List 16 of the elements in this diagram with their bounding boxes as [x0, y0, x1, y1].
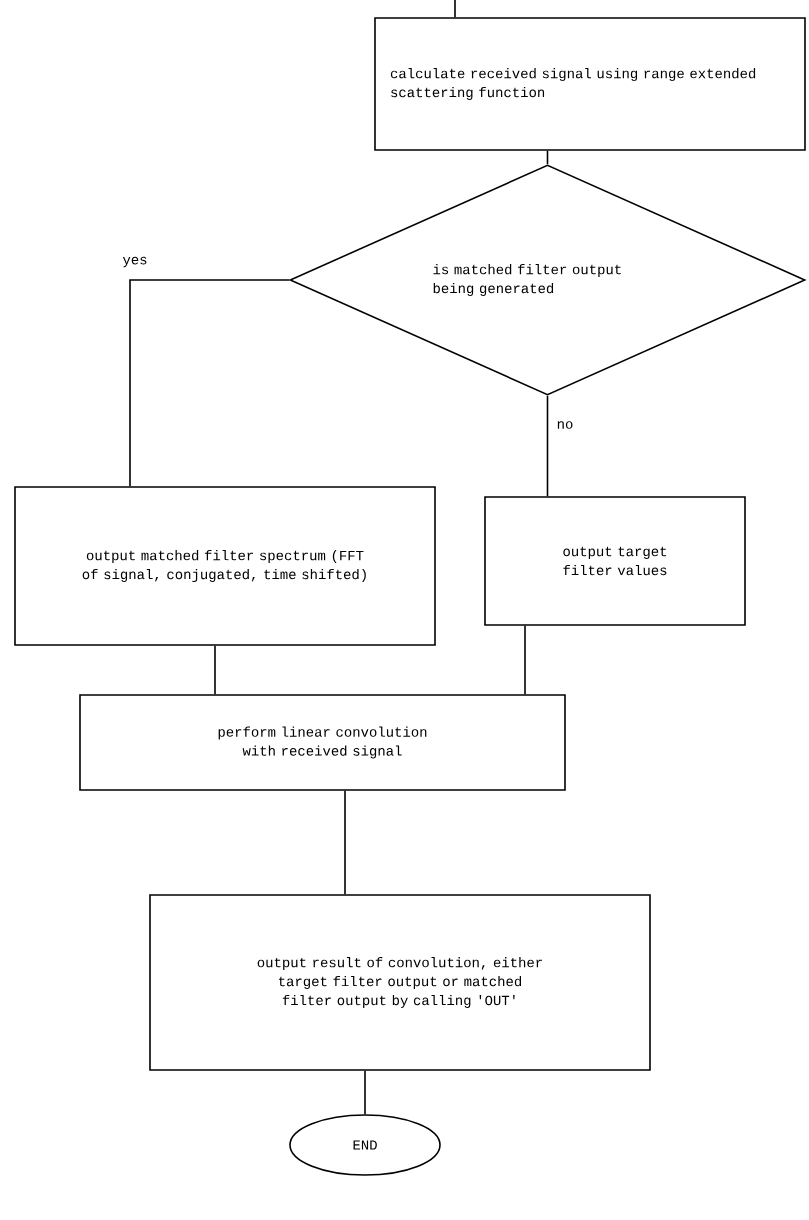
connector-line [129, 279, 290, 487]
connector-line [364, 1070, 366, 1115]
process-box: output matched filter spectrum (FFT of signal, conjugated, time shifted) [14, 486, 436, 646]
process-box: output target filter values [484, 496, 746, 626]
edge-label: yes [121, 255, 149, 269]
process-box: perform linear convolution with received signal [79, 694, 566, 791]
connector-line [546, 395, 549, 497]
connector-line [454, 0, 456, 18]
connector-line [546, 150, 549, 165]
process-box: output result of convolution, either target filter output or matched filter output by calling 'OUT' [149, 894, 651, 1071]
connector-line [214, 645, 216, 695]
connector-line [524, 625, 526, 695]
connector-line [344, 790, 346, 895]
terminal-oval: END [289, 1114, 441, 1176]
process-box: calculate received signal using range extended scattering function [374, 17, 806, 151]
edge-label: no [555, 420, 575, 430]
